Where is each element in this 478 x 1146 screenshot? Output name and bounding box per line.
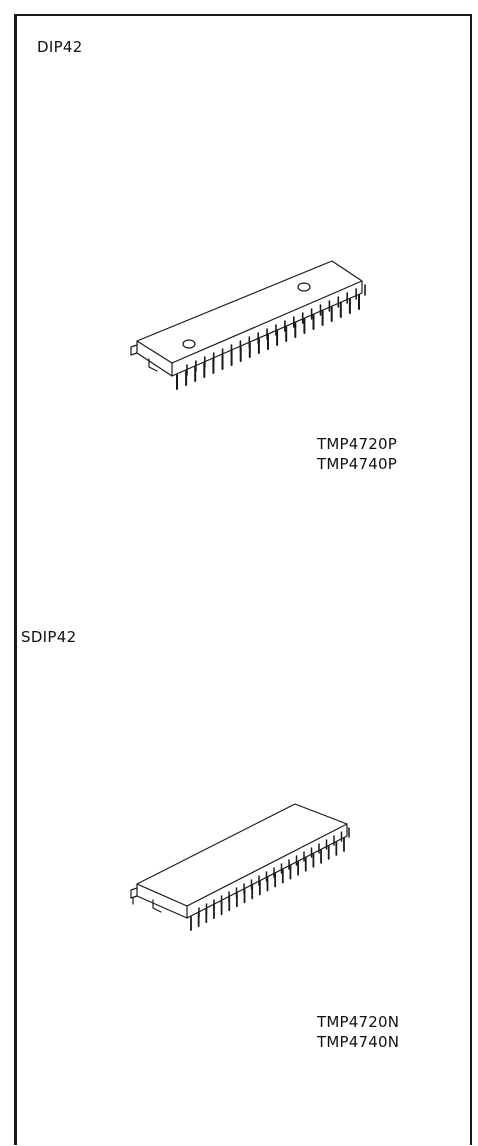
- dip-chip-illustration: [130, 260, 366, 390]
- dip42-part-numbers: TMP4720P TMP4740P: [317, 434, 397, 474]
- part-number: TMP4720P: [317, 435, 397, 453]
- sdip42-part-numbers: TMP4720N TMP4740N: [317, 1012, 399, 1052]
- package-label-dip42: DIP42: [37, 38, 83, 56]
- dip42-section: DIP42 TMP4720P TMP4740P: [17, 16, 470, 616]
- package-label-sdip42: SDIP42: [21, 628, 77, 646]
- part-number: TMP4740P: [317, 455, 397, 473]
- sdip42-section: SDIP42 TMP4720N TMP4740N: [17, 606, 470, 1146]
- part-number: TMP4740N: [317, 1033, 400, 1051]
- package-frame: DIP42 TMP4720P TMP4740P S: [14, 14, 472, 1145]
- sdip-chip-illustration: [130, 803, 350, 931]
- part-number: TMP4720N: [317, 1013, 400, 1031]
